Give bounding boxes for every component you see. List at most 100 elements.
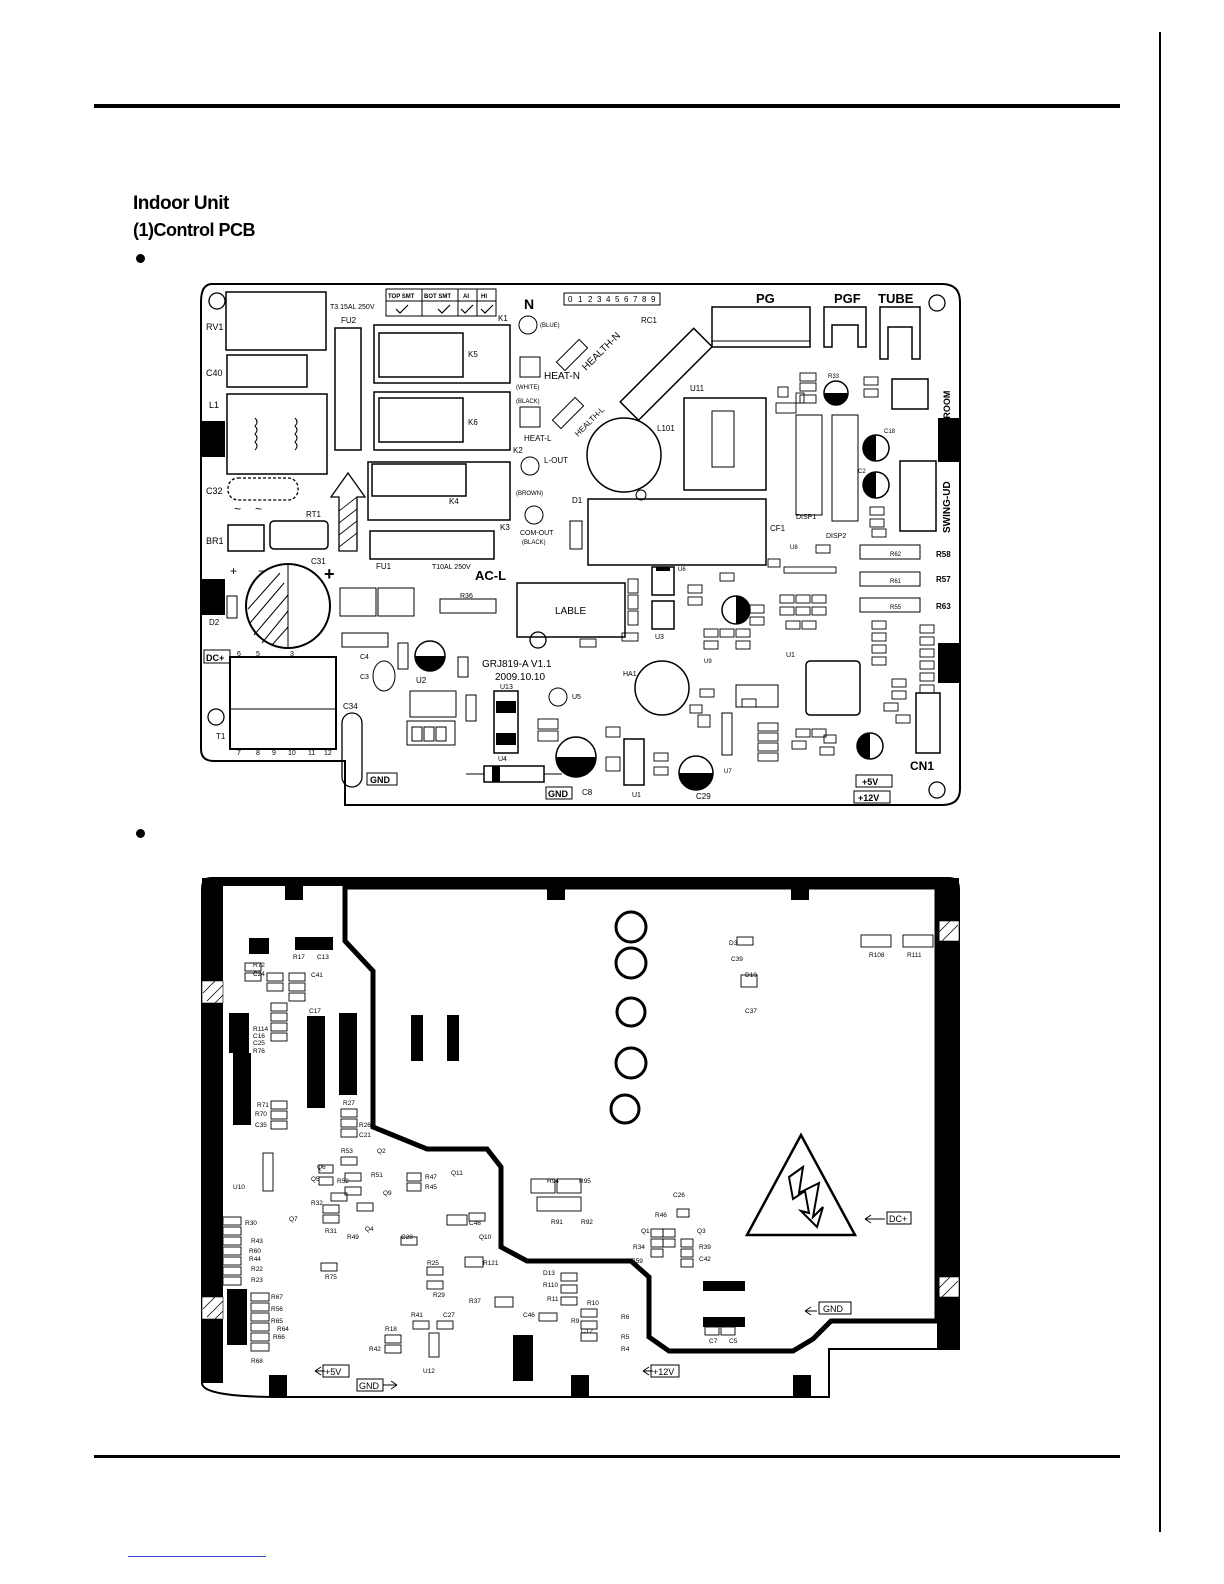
bottom-part-c37: C37 <box>745 1008 757 1015</box>
svg-text:+: + <box>324 564 335 584</box>
top-gnd-left-label: GND <box>370 775 391 785</box>
bottom-plus12v-label: +12V <box>653 1367 674 1377</box>
bottom-part-r92: R92 <box>581 1219 593 1226</box>
part-ha1: HA1 <box>623 671 637 678</box>
part-rt1: RT1 <box>306 510 322 519</box>
bottom-part-r34: R34 <box>633 1244 645 1251</box>
bottom-part-r95: R95 <box>579 1178 591 1185</box>
part-u11: U11 <box>690 384 705 393</box>
top-pgf-label: PGF <box>834 291 861 306</box>
top-com-out-label: COM-OUT <box>520 530 554 537</box>
bottom-gnd-left-label: GND <box>359 1381 380 1391</box>
section-title: Indoor Unit <box>133 193 229 214</box>
bottom-part-r108: R108 <box>869 952 885 959</box>
top-room-label: T-HEAT ROOM <box>942 391 952 453</box>
bottom-part-q1: Q1 <box>641 1228 650 1235</box>
wire-color-white: (WHITE) <box>516 385 539 391</box>
bottom-dc-plus-label: DC+ <box>889 1214 907 1224</box>
bottom-part-r76: R76 <box>253 1048 265 1055</box>
bottom-part-r75: R75 <box>325 1274 337 1281</box>
top-l-out-label: L-OUT <box>544 456 568 465</box>
top-gnd-center-label: GND <box>548 789 569 799</box>
bottom-pcb-diagram: DC+ GND +5V GND +12V <box>201 877 960 1398</box>
part-r58: R58 <box>936 550 951 559</box>
bottom-part-c24: C24 <box>253 971 265 978</box>
part-u6: U6 <box>678 567 686 573</box>
part-k5: K5 <box>468 350 478 359</box>
number-8: 8 <box>642 295 647 304</box>
top-ac-l-label: AC-L <box>475 568 506 583</box>
part-u13: U13 <box>500 684 513 691</box>
part-r36: R36 <box>460 593 473 600</box>
bottom-part-r114: R114 <box>253 1026 268 1033</box>
bottom-part-r46: R46 <box>655 1212 667 1219</box>
footer-link-underline <box>128 1556 266 1557</box>
bottom-part-q3: Q3 <box>697 1228 706 1235</box>
bottom-part-r94: R94 <box>547 1178 559 1185</box>
bottom-part-r5: R5 <box>621 1334 630 1341</box>
bottom-part-c5: C5 <box>729 1338 738 1345</box>
bottom-rule <box>94 1455 1120 1458</box>
bullet-bottom-board <box>136 829 145 838</box>
top-cn1-label: CN1 <box>910 759 934 773</box>
bottom-part-c46: C46 <box>523 1312 535 1319</box>
bottom-part-r111: R111 <box>907 952 922 959</box>
board-name: GRJ819-A V1.1 <box>482 659 552 670</box>
part-u2: U2 <box>416 676 427 685</box>
part-u8: U8 <box>790 545 798 551</box>
number-5: 5 <box>615 295 620 304</box>
part-cf1: CF1 <box>770 524 786 533</box>
bottom-part-c26: C26 <box>673 1192 685 1199</box>
bottom-part-r32: R32 <box>311 1200 323 1207</box>
part-k3: K3 <box>500 523 510 532</box>
part-u5: U5 <box>572 694 581 701</box>
bottom-part-r22: R22 <box>251 1266 263 1273</box>
part-disp2: DISP2 <box>826 533 846 540</box>
svg-text:7: 7 <box>237 750 241 757</box>
svg-text:6: 6 <box>237 651 241 658</box>
bullet-top-board <box>136 254 145 263</box>
bottom-part-r51: R51 <box>371 1172 383 1179</box>
bottom-part-r72: R72 <box>253 962 265 969</box>
svg-text:12: 12 <box>324 750 332 757</box>
part-disp1: DISP1 <box>796 514 816 521</box>
part-u7: U7 <box>724 769 732 775</box>
bottom-part-r121: R121 <box>483 1260 499 1267</box>
wire-color-black: (BLACK) <box>516 399 540 405</box>
right-margin-line <box>1159 32 1161 1532</box>
svg-text:11: 11 <box>308 750 315 757</box>
top-swing-label: SWING-UD <box>942 481 953 533</box>
part-k2: K2 <box>513 446 523 455</box>
bottom-part-c12: C12 <box>581 1328 593 1335</box>
top-plus12v-label: +12V <box>858 793 879 803</box>
part-fu2: FU2 <box>341 316 357 325</box>
part-u1: U1 <box>786 652 795 659</box>
bottom-part-u10: U10 <box>233 1184 245 1191</box>
svg-text:+: + <box>230 564 237 578</box>
bottom-part-d13: D13 <box>543 1270 555 1277</box>
bottom-part-r64: R64 <box>277 1326 289 1333</box>
top-heat-l-label: HEAT-L <box>524 434 552 443</box>
part-k1: K1 <box>498 314 508 323</box>
svg-text:9: 9 <box>272 750 276 757</box>
part-t1: T1 <box>216 732 226 741</box>
bottom-part-r67: R67 <box>271 1294 283 1301</box>
wire-color-brown: (BROWN) <box>516 491 543 497</box>
wire-color-blue: (BLUE) <box>540 323 560 329</box>
bottom-part-r60: R60 <box>249 1248 261 1255</box>
part-u1-reg: U1 <box>632 792 641 799</box>
number-6: 6 <box>624 295 629 304</box>
part-u4: U4 <box>498 756 507 763</box>
number-4: 4 <box>606 295 611 304</box>
bottom-part-r9: R9 <box>571 1318 580 1325</box>
bottom-part-r31: R31 <box>325 1228 337 1235</box>
part-c4: C4 <box>360 654 369 661</box>
top-health-n-label: HEALTH-N <box>580 331 623 374</box>
bottom-part-r110: R110 <box>543 1282 558 1289</box>
number-7: 7 <box>633 295 638 304</box>
bottom-part-r66: R66 <box>273 1334 285 1341</box>
bottom-part-r39: R39 <box>699 1244 711 1251</box>
bottom-part-r10: R10 <box>587 1300 599 1307</box>
top-label-box: LABLE <box>555 606 586 617</box>
bottom-part-r18: R18 <box>385 1326 397 1333</box>
